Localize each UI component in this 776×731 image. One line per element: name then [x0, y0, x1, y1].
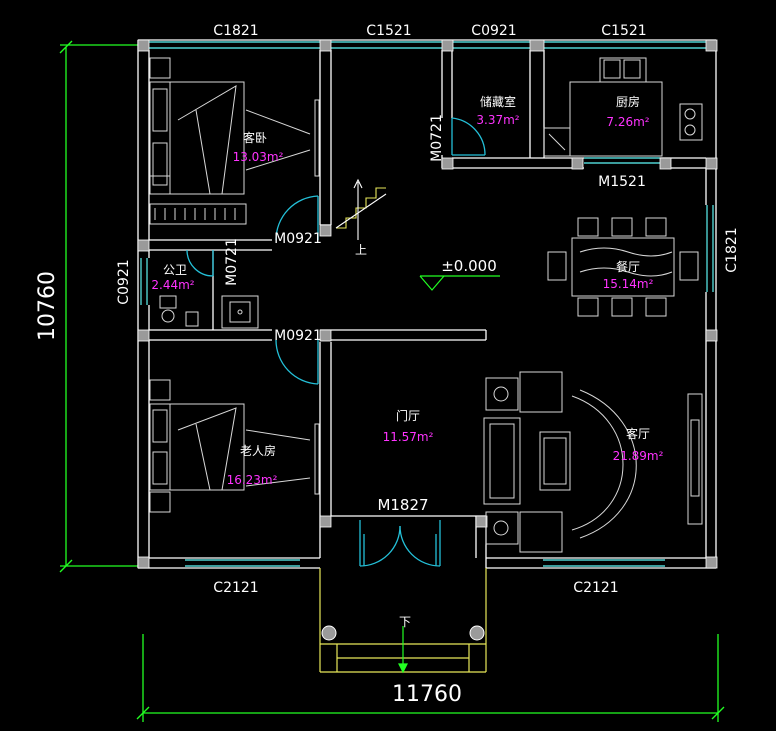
window-label-c1821-top: C1821	[213, 23, 258, 39]
doors	[186, 117, 486, 567]
level-label: ±0.000	[441, 257, 497, 275]
window-label-c1521-top: C1521	[366, 23, 411, 39]
window-label-m1521: M1521	[598, 174, 646, 190]
door-label-m0921-guest: M0921	[274, 231, 322, 247]
staircase	[335, 178, 387, 240]
window-label-c0921-left: C0921	[116, 259, 132, 304]
room-name-dining: 餐厅	[616, 259, 640, 274]
door-labels: M0721 M0921 M0721 M0921 M1827	[224, 114, 445, 514]
steps-down-label: 下	[399, 615, 411, 629]
windows	[140, 41, 714, 567]
stair-up-label: 上	[355, 243, 367, 257]
room-area-kitchen: 7.26m²	[606, 115, 649, 129]
window-label-c2121-right: C2121	[573, 580, 618, 596]
window-labels: C1821 C1521 C0921 C1521 M1521 C1821 C092…	[116, 23, 740, 596]
door-label-m1827: M1827	[377, 496, 428, 514]
overall-depth-dimension: 10760	[35, 271, 60, 341]
room-name-elder: 老人房	[240, 443, 276, 458]
room-name-bath: 公卫	[163, 263, 187, 277]
room-name-living: 客厅	[626, 426, 650, 441]
porch-columns	[321, 625, 485, 641]
room-name-foyer: 门厅	[396, 408, 420, 423]
door-label-m0921-elder: M0921	[274, 328, 322, 344]
room-area-living: 21.89m²	[613, 449, 664, 463]
door-label-m0721-storage: M0721	[429, 114, 445, 162]
room-area-storage: 3.37m²	[476, 113, 519, 127]
walls	[137, 39, 717, 569]
window-label-c1521-kitchen: C1521	[601, 23, 646, 39]
window-label-c1821-right: C1821	[724, 227, 740, 272]
entrance-arrow	[398, 626, 408, 674]
room-area-dining: 15.14m²	[603, 277, 654, 291]
room-area-guest: 13.03m²	[233, 150, 284, 164]
overall-width-dimension: 11760	[392, 682, 462, 707]
window-label-c0921-top: C0921	[471, 23, 516, 39]
room-name-kitchen: 厨房	[616, 94, 640, 109]
level-marker	[419, 275, 500, 291]
dimension-lines	[59, 40, 725, 722]
room-area-bath: 2.44m²	[151, 278, 194, 292]
room-area-foyer: 11.57m²	[383, 430, 434, 444]
structural-columns	[137, 39, 718, 569]
room-name-guest: 客卧	[243, 130, 267, 145]
room-labels: 客卧 13.03m² 储藏室 3.37m² 厨房 7.26m² 公卫 2.44m…	[151, 94, 663, 487]
room-area-elder: 16.23m²	[227, 473, 278, 487]
room-name-storage: 储藏室	[480, 94, 516, 109]
furniture	[149, 57, 703, 553]
window-label-c2121-left: C2121	[213, 580, 258, 596]
door-label-m0721-bath: M0721	[224, 238, 240, 286]
